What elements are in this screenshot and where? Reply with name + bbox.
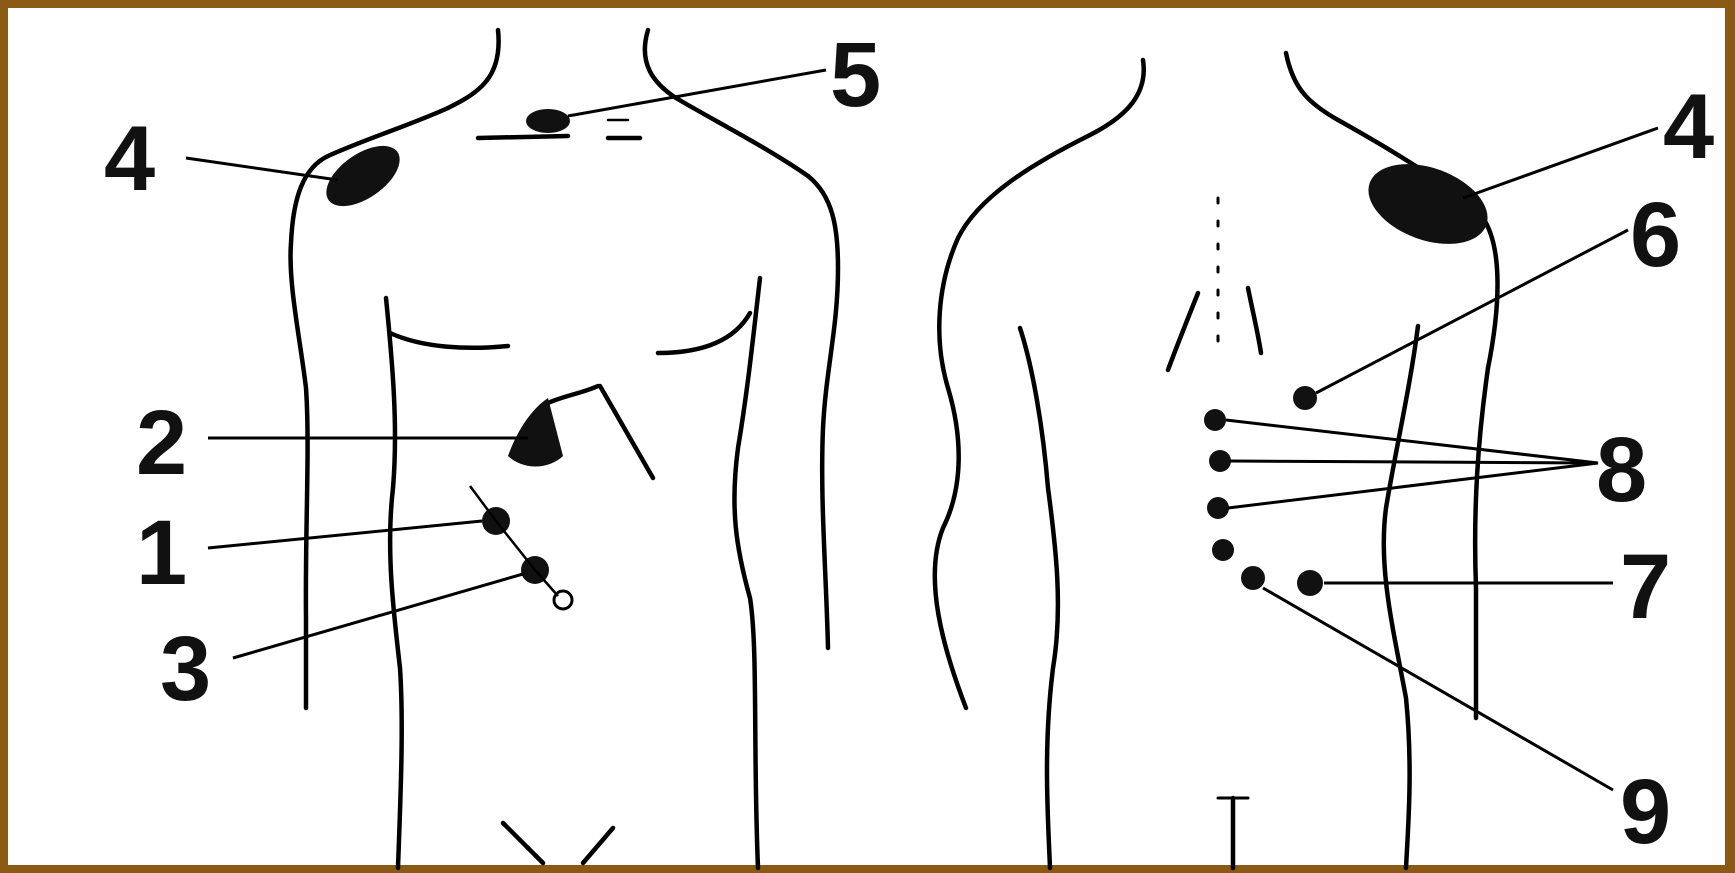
gallbladder-spot — [508, 398, 563, 467]
point-8-spot-a — [1204, 409, 1226, 431]
label-8: 8 — [1596, 419, 1647, 521]
label-5: 5 — [830, 24, 881, 126]
label-9: 9 — [1620, 761, 1671, 863]
pain-spots — [316, 109, 1499, 609]
shoulder-spot-front — [316, 134, 410, 218]
point-8-spot-d — [1212, 539, 1234, 561]
label-4-front: 4 — [104, 108, 155, 210]
label-4-back: 4 — [1663, 76, 1714, 178]
side-body-outline — [935, 60, 1144, 868]
body-pain-diagram: 4 5 2 1 3 4 6 8 7 9 — [8, 8, 1735, 873]
label-7: 7 — [1620, 536, 1671, 638]
point-9-spot — [1241, 566, 1265, 590]
label-2: 2 — [136, 392, 187, 494]
point-8-spot-b — [1209, 450, 1231, 472]
label-1: 1 — [136, 502, 187, 604]
label-3: 3 — [160, 618, 211, 720]
point-8-spot-c — [1207, 497, 1229, 519]
neck-spot — [526, 109, 570, 133]
point-7-spot — [1297, 570, 1323, 596]
label-6: 6 — [1630, 184, 1681, 286]
shoulder-spot-back — [1357, 149, 1498, 259]
point-6-spot — [1293, 386, 1317, 410]
